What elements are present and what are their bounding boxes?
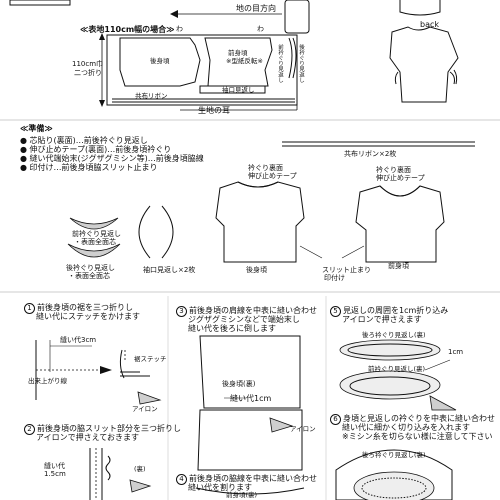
step2-seam-1: 縫い代 — [44, 462, 65, 470]
fold-width-label: 110cm巾 — [72, 60, 104, 68]
step3-iron: アイロン — [290, 425, 316, 433]
step1-hem-stitch: 裾ステッチ — [134, 355, 167, 363]
step3-seam: 縫い代1cm — [230, 394, 272, 403]
step3-title-3: 縫い代を後ろに倒します — [188, 324, 276, 333]
step6-title-2: 縫い代に細かく切り込みを入れます — [342, 423, 470, 432]
step5-seam: 1cm — [448, 348, 464, 356]
step6-number: 6 — [330, 414, 341, 425]
prep-neck-right-1: 衿ぐり裏面 — [376, 166, 411, 174]
fold-mark-right: わ — [257, 25, 264, 33]
preview-back-label: back — [420, 20, 440, 29]
prep-list: ● 芯貼り(裏面)…前後衿ぐり見返し ● 伸び止めテープ(裏面)…前後身頃衿ぐり… — [20, 136, 204, 172]
layout-back-facing: 後衿ぐり見返し — [298, 44, 304, 83]
step2-title-2: アイロンで押さえておきます — [36, 433, 139, 442]
step5-title-text: 見返しの周囲を1cm折り込み — [343, 306, 449, 315]
layout-ribbon: 共布リボン — [135, 92, 168, 100]
prep-neck-left-2: 伸び止めテープ — [248, 172, 297, 180]
prep-slit-2: 印付け — [324, 274, 345, 282]
step1-seam: 縫い代3cm — [60, 336, 97, 344]
step2-title-text: 前後身頃の脇スリット部分を三つ折りし — [37, 424, 181, 433]
prep-item: ● 縫い代端始末(ジグザグミシン等)…前後身頃脇線 — [20, 154, 204, 163]
layout-front-body-note: ※型紙反転※ — [226, 57, 263, 65]
prep-front-facing-1: 前衿ぐり見返し — [72, 230, 121, 238]
step6-title-text: 身頃と見返しの衿ぐりを中表に縫い合わせ — [343, 414, 495, 423]
prep-back-facing-2: ・表面全面芯 — [68, 272, 110, 280]
step3-number: 3 — [176, 306, 187, 317]
prep-back-body: 後身頃 — [246, 266, 267, 274]
grain-direction-label: 地の目方向 — [236, 4, 276, 13]
step6-title-3: ※ミシン糸を切らない様に注意して下さい — [342, 432, 493, 441]
prep-item: ● 印付け…前後身頃脇スリット止まり — [20, 163, 158, 172]
prep-item-text: 伸び止めテープ(裏面)…前後身頃衿ぐり — [29, 145, 172, 154]
prep-front-body: 前身頃 — [388, 262, 409, 270]
prep-item-text: 芯貼り(裏面)…前後衿ぐり見返し — [29, 136, 148, 145]
prep-item: ● 伸び止めテープ(裏面)…前後身頃衿ぐり — [20, 145, 172, 154]
step3-back-body: 後身頃(裏) — [222, 380, 256, 388]
layout-back-body: 後身頃 — [150, 57, 170, 65]
step6-label: 後ろ衿ぐり見返し(裏) — [362, 451, 426, 459]
step4-number: 4 — [176, 474, 187, 485]
prep-neck-left-1: 衿ぐり裏面 — [248, 164, 283, 172]
step1-title-text: 前後身頃の裾を三つ折りし — [37, 303, 133, 312]
step2-back: (裏) — [134, 465, 146, 473]
step1-title-2: 縫い代にステッチをかけます — [36, 312, 140, 321]
prep-item-text: 縫い代端始末(ジグザグミシン等)…前後身頃脇線 — [29, 154, 204, 163]
step3-title-2: ジグザグミシンなどで端始末し — [188, 315, 300, 324]
prep-front-facing-2: ・表面全面芯 — [74, 238, 116, 246]
step5-front-facing: 前衿ぐり見返し(裏) — [368, 365, 426, 373]
step1-number: 1 — [24, 303, 35, 314]
step4-label: 前身頃(裏) — [226, 491, 258, 499]
prep-title: ≪準備≫ — [20, 124, 53, 133]
prep-slit-1: スリット止まり — [322, 266, 371, 274]
layout-front-facing: 前衿ぐり見返し — [277, 44, 283, 83]
prep-back-facing-1: 後衿ぐり見返し — [66, 264, 115, 272]
prep-item-text: 印付け…前後身頃脇スリット止まり — [29, 163, 158, 172]
prep-item: ● 芯貼り(裏面)…前後衿ぐり見返し — [20, 136, 148, 145]
fabric-width-label: ≪表地110cm幅の場合≫ — [80, 25, 175, 34]
step1-iron: アイロン — [132, 405, 158, 413]
step3-title-text: 前後身頃の肩線を中表に縫い合わせ — [189, 306, 317, 315]
step1-finish-line: 出来上がり線 — [28, 377, 67, 385]
fold-label: 二つ折り — [74, 69, 102, 77]
layout-sleeve-facing: 袖口見返し — [222, 86, 255, 94]
step5-title-2: アイロンで押さえます — [342, 315, 422, 324]
prep-ribbon-label: 共布リボン×2枚 — [344, 150, 397, 158]
step5-back-facing: 後ろ衿ぐり見返し(裏) — [362, 331, 426, 339]
step4-title-text: 前後身頃の脇線を中表に縫い合わせ — [189, 474, 317, 483]
step4-title-2: 縫い代を割ります — [188, 483, 252, 492]
prep-sleeve-facing: 袖口見返し×2枚 — [143, 266, 196, 274]
layout-front-body: 前身頃 — [228, 49, 248, 57]
fold-mark-left: わ — [176, 25, 183, 33]
prep-neck-right-2: 伸び止めテープ — [376, 174, 425, 182]
step2-number: 2 — [24, 424, 35, 435]
step5-number: 5 — [330, 306, 341, 317]
selvage-label: 生地の耳 — [198, 106, 230, 115]
step2-seam-2: 1.5cm — [44, 470, 66, 478]
